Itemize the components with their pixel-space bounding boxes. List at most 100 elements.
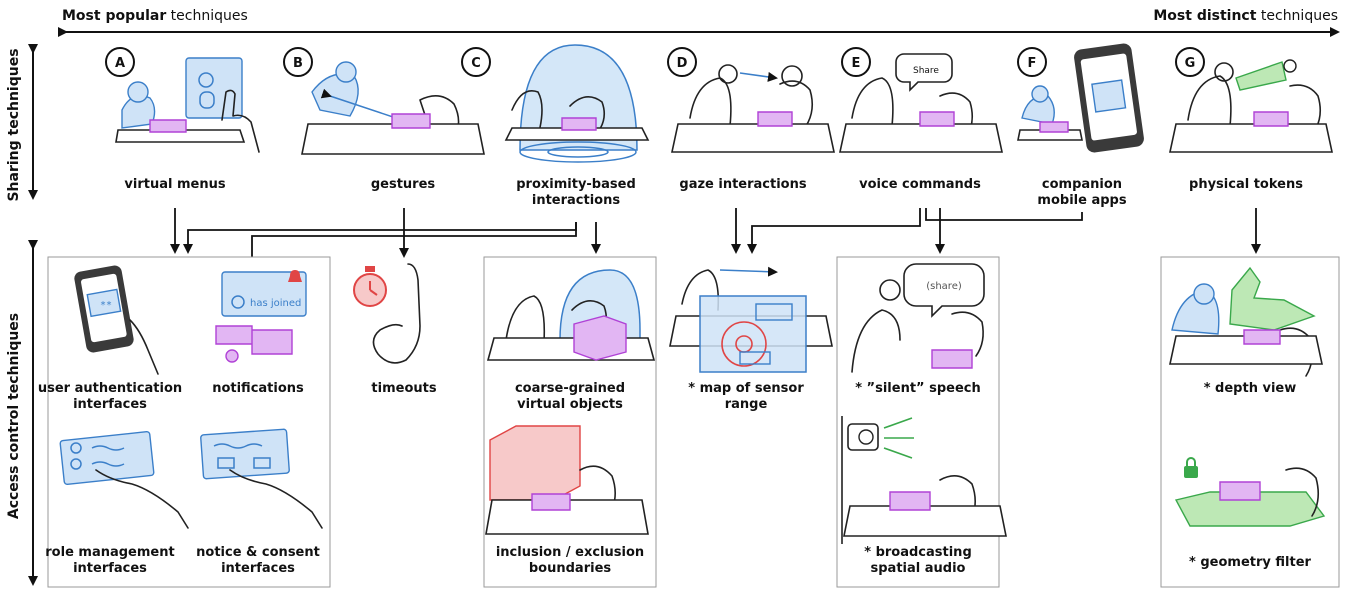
speech-bubble-icon bbox=[895, 53, 953, 92]
access-label-line2: boundaries bbox=[529, 561, 612, 576]
speech-bubble-icon bbox=[903, 263, 985, 318]
technique-gestures: B gestures bbox=[283, 47, 485, 192]
access-label-line2: interfaces bbox=[73, 561, 147, 576]
access-notifications: has joined notifications bbox=[212, 270, 307, 396]
top-axis-left-label: Most popular techniques bbox=[62, 8, 248, 24]
sensor-map-icon bbox=[699, 295, 807, 373]
proximity-dome-icon bbox=[519, 44, 638, 151]
technique-virtual-menus: A virtual menus bbox=[105, 47, 260, 192]
purple-object-icon bbox=[149, 119, 187, 133]
technique-label: gestures bbox=[371, 177, 436, 192]
badge-f-letter: F bbox=[1028, 56, 1037, 71]
technique-label: virtual menus bbox=[124, 177, 225, 192]
access-label: timeouts bbox=[371, 381, 436, 396]
access-label-line2: virtual objects bbox=[517, 397, 623, 412]
badge-g bbox=[1175, 47, 1205, 77]
sharing-axis-label: Sharing techniques bbox=[6, 48, 22, 201]
purple-object-icon bbox=[215, 325, 293, 355]
access-axis-label: Access control techniques bbox=[6, 313, 22, 519]
access-label-line2: spatial audio bbox=[871, 561, 966, 576]
access-label-line1: coarse-grained bbox=[515, 381, 625, 396]
notification-text: has joined bbox=[250, 298, 301, 309]
badge-c bbox=[461, 47, 491, 77]
technique-proximity: C proximity-based interactions bbox=[461, 44, 650, 208]
access-sensor-map: * map of sensor range bbox=[669, 266, 833, 412]
access-label-line1: * broadcasting bbox=[864, 545, 972, 560]
access-label-line1: user authentication bbox=[38, 381, 182, 396]
technique-label: gaze interactions bbox=[679, 177, 806, 192]
geometry-filter-plane-icon bbox=[1174, 491, 1326, 527]
top-axis-right-label: Most distinct techniques bbox=[1153, 8, 1338, 24]
badge-a bbox=[105, 47, 135, 77]
speaker-icon bbox=[847, 423, 879, 451]
technique-companion-apps: F companion mobile apps bbox=[1017, 43, 1144, 208]
technique-label-line1: proximity-based bbox=[516, 177, 636, 192]
person-icon bbox=[505, 295, 546, 343]
badge-f bbox=[1017, 47, 1047, 77]
sound-waves-icon bbox=[883, 417, 914, 459]
badge-d-letter: D bbox=[677, 56, 688, 71]
technique-label-line2: interactions bbox=[532, 193, 620, 208]
technique-gaze: D gaze interactions bbox=[667, 47, 835, 192]
access-user-authentication: ** user authentication interfaces bbox=[38, 265, 182, 412]
person-icon bbox=[569, 96, 606, 133]
hand-icon bbox=[129, 319, 159, 375]
technique-voice: E Share voice commands bbox=[839, 47, 1003, 192]
person-icon bbox=[511, 90, 543, 137]
access-notice-consent: notice & consent interfaces bbox=[196, 428, 323, 576]
depth-mesh-icon bbox=[1229, 266, 1316, 331]
access-label: * ”silent” speech bbox=[855, 381, 981, 396]
badge-c-letter: C bbox=[471, 56, 481, 71]
technique-label-line1: companion bbox=[1042, 177, 1122, 192]
access-depth-view: * depth view bbox=[1169, 266, 1323, 396]
access-label: notifications bbox=[212, 381, 304, 396]
badge-d bbox=[667, 47, 697, 77]
role-card-icon bbox=[59, 431, 155, 485]
access-label-line2: interfaces bbox=[73, 397, 147, 412]
boundary-box-icon bbox=[489, 425, 581, 501]
coarse-cube-icon bbox=[573, 315, 627, 361]
badge-b bbox=[283, 47, 313, 77]
access-label: * geometry filter bbox=[1189, 555, 1311, 570]
access-inclusion-exclusion: inclusion / exclusion boundaries bbox=[485, 425, 649, 576]
password-mask: ** bbox=[100, 300, 112, 311]
access-label: * depth view bbox=[1204, 381, 1297, 396]
access-label-line1: * map of sensor bbox=[688, 381, 804, 396]
access-spatial-audio: * broadcasting spatial audio bbox=[841, 416, 1007, 576]
person-icon bbox=[681, 269, 720, 311]
person-icon bbox=[1285, 467, 1320, 517]
access-role-management: role management interfaces bbox=[45, 431, 189, 576]
access-geometry-filter: * geometry filter bbox=[1174, 457, 1326, 570]
badge-a-letter: A bbox=[115, 56, 125, 71]
consent-card-icon bbox=[200, 428, 290, 480]
access-label-line2: interfaces bbox=[221, 561, 295, 576]
access-coarse-grained: coarse-grained virtual objects bbox=[486, 269, 656, 412]
hand-icon bbox=[221, 89, 260, 153]
hand-icon bbox=[229, 469, 323, 529]
speech-bubble-text: Share bbox=[913, 66, 939, 76]
access-silent-speech: (share) * ”silent” speech bbox=[851, 263, 985, 396]
person-icon bbox=[851, 309, 901, 373]
person-icon bbox=[851, 77, 894, 127]
access-label-line1: role management bbox=[45, 545, 174, 560]
quiet-speech-text: (share) bbox=[926, 281, 962, 292]
password-field-icon bbox=[86, 288, 122, 318]
hand-icon bbox=[372, 263, 421, 364]
hand-icon bbox=[95, 469, 189, 529]
badge-e-letter: E bbox=[852, 56, 861, 71]
badge-b-letter: B bbox=[293, 56, 303, 71]
access-label-line1: inclusion / exclusion bbox=[496, 545, 644, 560]
connector-arrows bbox=[170, 208, 1261, 272]
token-beam-icon bbox=[1235, 61, 1287, 91]
access-label-line2: range bbox=[725, 397, 768, 412]
technique-label-line2: mobile apps bbox=[1037, 193, 1126, 208]
person-icon bbox=[779, 80, 814, 127]
badge-e bbox=[841, 47, 871, 77]
badge-g-letter: G bbox=[1185, 56, 1196, 71]
person-icon bbox=[951, 311, 984, 357]
person-icon bbox=[1289, 84, 1322, 133]
access-label-line1: notice & consent bbox=[196, 545, 320, 560]
bell-icon bbox=[288, 270, 302, 282]
lock-icon bbox=[1184, 466, 1198, 478]
